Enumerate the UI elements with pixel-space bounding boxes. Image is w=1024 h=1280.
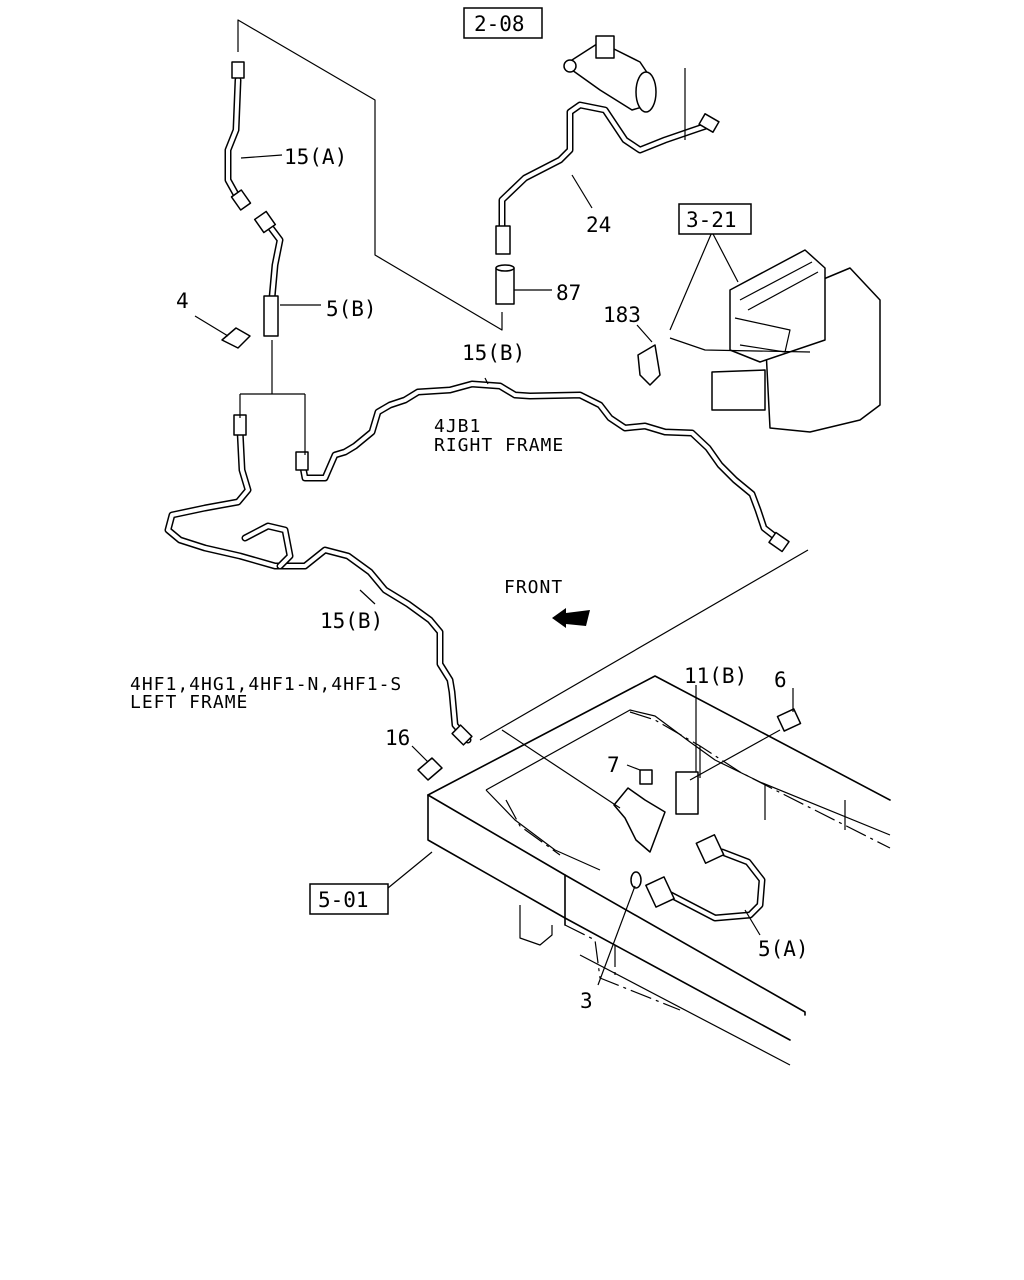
hydraulic-unit [711, 249, 881, 433]
ref-box-2-08[interactable]: 2-08 [463, 7, 543, 39]
label-6: 6 [774, 668, 787, 692]
ref-3-21-label: 3-21 [686, 208, 737, 232]
label-15b-top: 15(B) [462, 341, 525, 365]
label-5a: 5(A) [758, 937, 809, 961]
label-183: 183 [603, 303, 641, 327]
label-5b: 5(B) [326, 297, 377, 321]
label-87: 87 [556, 281, 581, 305]
front-arrow [552, 608, 590, 628]
label-16: 16 [385, 726, 410, 750]
note-left-frame-engines: 4HF1,4HG1,4HF1-N,4HF1-S [130, 674, 402, 695]
pipe-15b-left [164, 426, 472, 744]
label-7: 7 [607, 753, 620, 777]
note-right-frame: RIGHT FRAME [434, 435, 564, 456]
pipe-15a [224, 76, 284, 302]
part-labels: 15(A) 5(B) 4 24 87 183 15(B) 15(B) 16 11… [176, 145, 809, 1013]
note-4jb1: 4JB1 [434, 416, 481, 437]
label-4: 4 [176, 289, 189, 313]
label-11b: 11(B) [684, 664, 747, 688]
note-front: FRONT [504, 577, 563, 598]
note-left-frame: LEFT FRAME [130, 692, 248, 713]
ref-box-5-01[interactable]: 5-01 [309, 883, 389, 915]
leader-lines [194, 19, 811, 986]
label-15b-bottom: 15(B) [320, 609, 383, 633]
ref-box-3-21[interactable]: 3-21 [678, 203, 752, 235]
notes: 4JB1 RIGHT FRAME 4HF1,4HG1,4HF1-N,4HF1-S… [130, 416, 564, 713]
chassis-frame [427, 675, 891, 1066]
hose-5a [661, 848, 766, 922]
pipe-15b-right [298, 380, 786, 546]
ref-2-08-label: 2-08 [474, 12, 525, 36]
label-24: 24 [586, 213, 611, 237]
ref-5-01-label: 5-01 [318, 888, 369, 912]
pipe-24 [498, 101, 716, 234]
union-87 [495, 264, 515, 305]
label-15a: 15(A) [284, 145, 347, 169]
master-cylinder [563, 35, 657, 113]
fittings [221, 61, 802, 908]
label-3: 3 [580, 989, 593, 1013]
